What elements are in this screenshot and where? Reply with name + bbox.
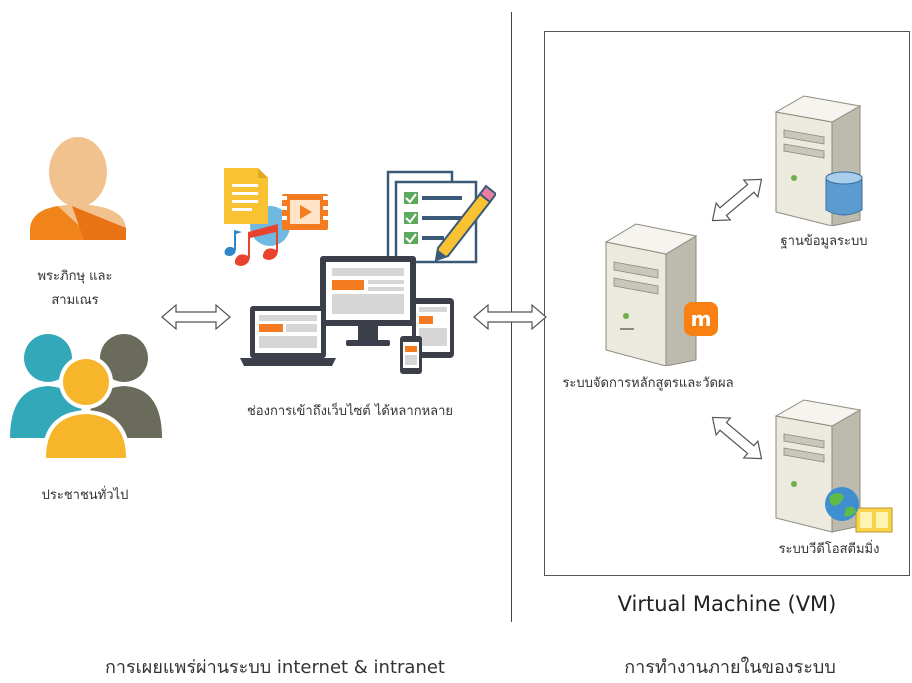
monk-label: พระภิกษุ และ สามเณร — [10, 265, 140, 313]
media-icon — [218, 160, 348, 285]
arrow-devices-vm — [472, 302, 548, 332]
monk-icon — [24, 130, 132, 240]
devices-icon — [240, 252, 460, 376]
caption-left: การเผยแพร่ผ่านระบบ internet & intranet — [104, 657, 445, 678]
svg-text:m: m — [691, 307, 712, 331]
db-label: ฐานข้อมูลระบบ — [780, 234, 868, 249]
arrow-people-devices — [160, 302, 232, 332]
video-label: ระบบวีดีโอสตีมมิ่ง — [778, 542, 880, 557]
public-label: ประชาชนทั่วไป — [41, 488, 129, 503]
monk-label-line2: สามเณร — [51, 293, 99, 308]
monk-label-line1: พระภิกษุ และ — [37, 269, 113, 284]
db-server-icon — [768, 92, 878, 226]
arrow-lms-video — [708, 410, 766, 466]
lms-label: ระบบจัดการหลักสูตรและวัดผล — [562, 376, 734, 391]
caption-right: การทำงานภายในของระบบ — [624, 657, 836, 678]
public-people-icon — [8, 330, 164, 458]
video-server-icon — [768, 396, 898, 536]
checklist-icon — [386, 170, 496, 265]
lms-server-icon: m — [596, 220, 720, 366]
vm-box — [544, 31, 910, 576]
vm-title: Virtual Machine (VM) — [617, 592, 837, 616]
devices-label: ช่องการเข้าถึงเว็บไซต์ ได้หลากหลาย — [246, 404, 454, 419]
arrow-lms-db — [708, 172, 766, 228]
